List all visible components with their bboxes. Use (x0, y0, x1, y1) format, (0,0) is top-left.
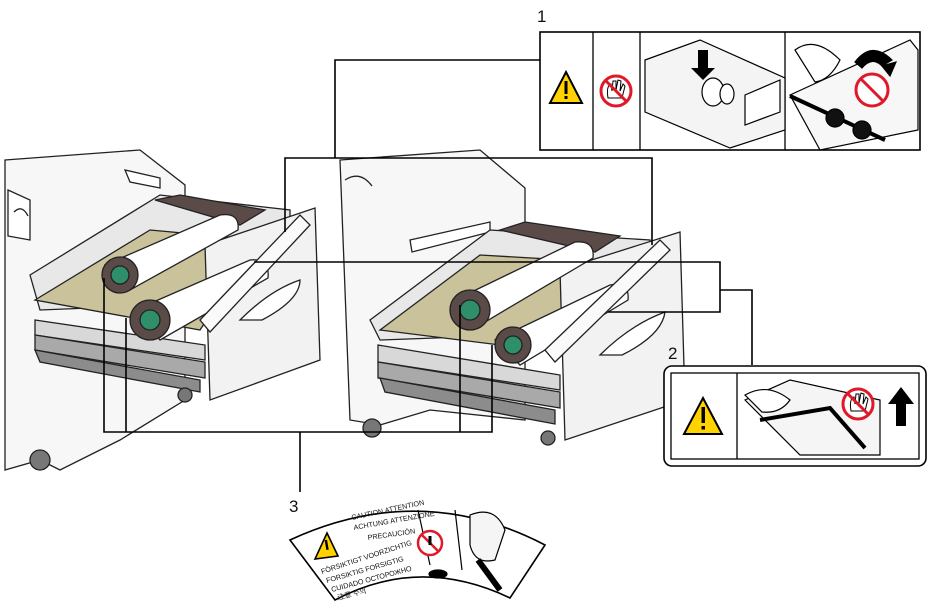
leader-line-2-stub (720, 290, 752, 365)
leader-line-1 (335, 60, 540, 158)
callout-number-2: 2 (668, 345, 677, 362)
no-touch-hand-icon (601, 76, 631, 106)
callout-number-3: 3 (289, 498, 298, 515)
no-touch-hand-icon (843, 389, 873, 419)
prohibit-sign-icon (856, 74, 888, 106)
warning-label-2 (664, 366, 926, 466)
warning-label-1 (540, 32, 920, 150)
warning-label-3: CAUTION ATTENTION ACHTUNG ATTENZIONE PRE… (290, 498, 545, 602)
right-drawer-illustration (340, 150, 685, 445)
callout-number-1: 1 (537, 8, 546, 25)
prohibit-sign-icon (418, 531, 442, 555)
left-drawer-illustration (5, 150, 320, 470)
